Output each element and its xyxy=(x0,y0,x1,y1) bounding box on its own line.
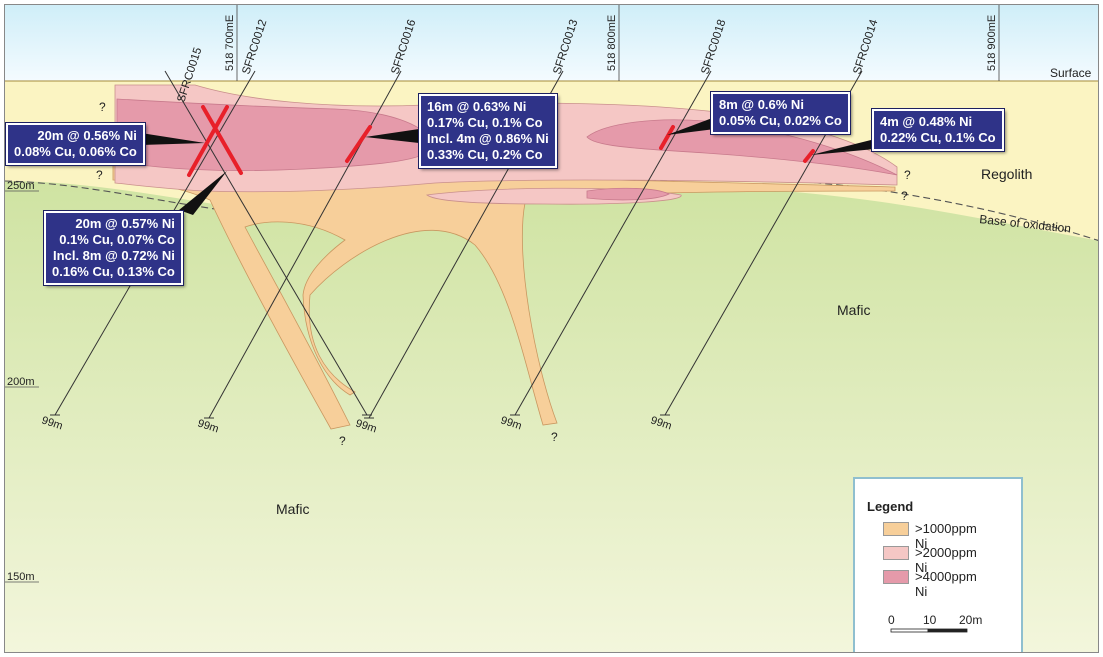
scale-label-20m: 20m xyxy=(959,613,982,627)
legend-label: >1000ppm Ni xyxy=(915,521,977,551)
assay-callout-sfrc0015: 20m @ 0.56% Ni 0.08% Cu, 0.06% Co xyxy=(5,122,146,166)
scale-label-10: 10 xyxy=(923,613,937,627)
rl-label-150: 150m xyxy=(7,571,35,583)
legend-label: >2000ppm Ni xyxy=(915,545,977,575)
easting-label-800: 518 800mE xyxy=(606,15,618,71)
ni-4000ppm-zone-east xyxy=(586,119,898,176)
uncertainty-mark: ? xyxy=(99,100,106,114)
scale-segment xyxy=(927,628,968,633)
callout-line: 0.16% Cu, 0.13% Co xyxy=(52,264,175,279)
assay-callout-sfrc0012: 20m @ 0.57% Ni 0.1% Cu, 0.07% Co Incl. 8… xyxy=(43,210,184,286)
intercept-sfrc0018 xyxy=(659,125,675,150)
callout-line: 20m @ 0.56% Ni xyxy=(37,128,137,143)
uncertainty-mark: ? xyxy=(901,189,908,203)
regolith-label: Regolith xyxy=(981,166,1032,182)
mafic-label-left: Mafic xyxy=(276,501,309,517)
drill-trace-sfrc0015 xyxy=(164,70,368,416)
legend-label: >4000ppm Ni xyxy=(915,569,977,599)
intercept-sfrc0014 xyxy=(803,149,815,163)
intercept-sfrc0015 xyxy=(201,105,243,175)
uncertainty-mark: ? xyxy=(904,168,911,182)
callout-line: 4m @ 0.48% Ni xyxy=(880,114,973,129)
swatch-4000ppm xyxy=(883,570,909,584)
legend-title: Legend xyxy=(867,499,914,514)
scale-label-0: 0 xyxy=(888,613,895,627)
scale-bar: 0 10 20m xyxy=(888,613,982,633)
callout-line: Incl. 8m @ 0.72% Ni xyxy=(53,248,175,263)
drill-trace-sfrc0018 xyxy=(514,70,712,416)
sky-band xyxy=(5,5,1098,81)
uncertainty-mark: ? xyxy=(339,434,346,448)
surface-label: Surface xyxy=(1050,66,1092,80)
hole-end-ticks xyxy=(50,414,670,419)
callout-line: Incl. 4m @ 0.86% Ni xyxy=(427,131,549,146)
intercepts xyxy=(187,105,815,177)
callout-line: 0.1% Cu, 0.07% Co xyxy=(59,232,175,247)
leader-sfrc0012 xyxy=(179,171,227,215)
assay-callout-sfrc0016: 16m @ 0.63% Ni 0.17% Cu, 0.1% Co Incl. 4… xyxy=(418,93,558,169)
cross-section-frame: 518 700mE 518 800mE 518 900mE SFRC0015 S… xyxy=(4,4,1099,653)
easting-label-700: 518 700mE xyxy=(224,15,236,71)
easting-label-900: 518 900mE xyxy=(986,15,998,71)
uncertainty-mark: ? xyxy=(96,168,103,182)
callout-leaders xyxy=(141,117,875,215)
callout-line: 0.22% Cu, 0.1% Co xyxy=(880,130,996,145)
callout-line: 0.05% Cu, 0.02% Co xyxy=(719,113,842,128)
callout-line: 20m @ 0.57% Ni xyxy=(75,216,175,231)
swatch-1000ppm xyxy=(883,522,909,536)
rl-label-200: 200m xyxy=(7,376,35,388)
assay-callout-sfrc0018: 8m @ 0.6% Ni 0.05% Cu, 0.02% Co xyxy=(710,91,851,135)
callout-line: 0.08% Cu, 0.06% Co xyxy=(14,144,137,159)
leader-sfrc0015 xyxy=(141,133,205,145)
leader-sfrc0018 xyxy=(667,117,715,135)
mafic-label-right: Mafic xyxy=(837,302,870,318)
callout-line: 16m @ 0.63% Ni xyxy=(427,99,527,114)
intercept-sfrc0012 xyxy=(187,105,229,177)
callout-line: 0.17% Cu, 0.1% Co xyxy=(427,115,543,130)
scale-segment xyxy=(890,628,929,633)
leader-sfrc0016 xyxy=(365,129,419,143)
legend: Legend >1000ppm Ni >2000ppm Ni >4000ppm … xyxy=(853,477,1023,652)
callout-line: 0.33% Cu, 0.2% Co xyxy=(427,147,543,162)
intercept-sfrc0016 xyxy=(345,125,372,163)
ni-1000ppm-zone xyxy=(112,162,896,430)
ni-4000ppm-zone-lens xyxy=(586,187,670,201)
assay-callout-sfrc0014: 4m @ 0.48% Ni 0.22% Cu, 0.1% Co xyxy=(871,108,1005,152)
callout-line: 8m @ 0.6% Ni xyxy=(719,97,804,112)
rl-label-250: 250m xyxy=(7,180,35,192)
swatch-2000ppm xyxy=(883,546,909,560)
uncertainty-mark: ? xyxy=(551,430,558,444)
leader-sfrc0014 xyxy=(811,139,875,155)
